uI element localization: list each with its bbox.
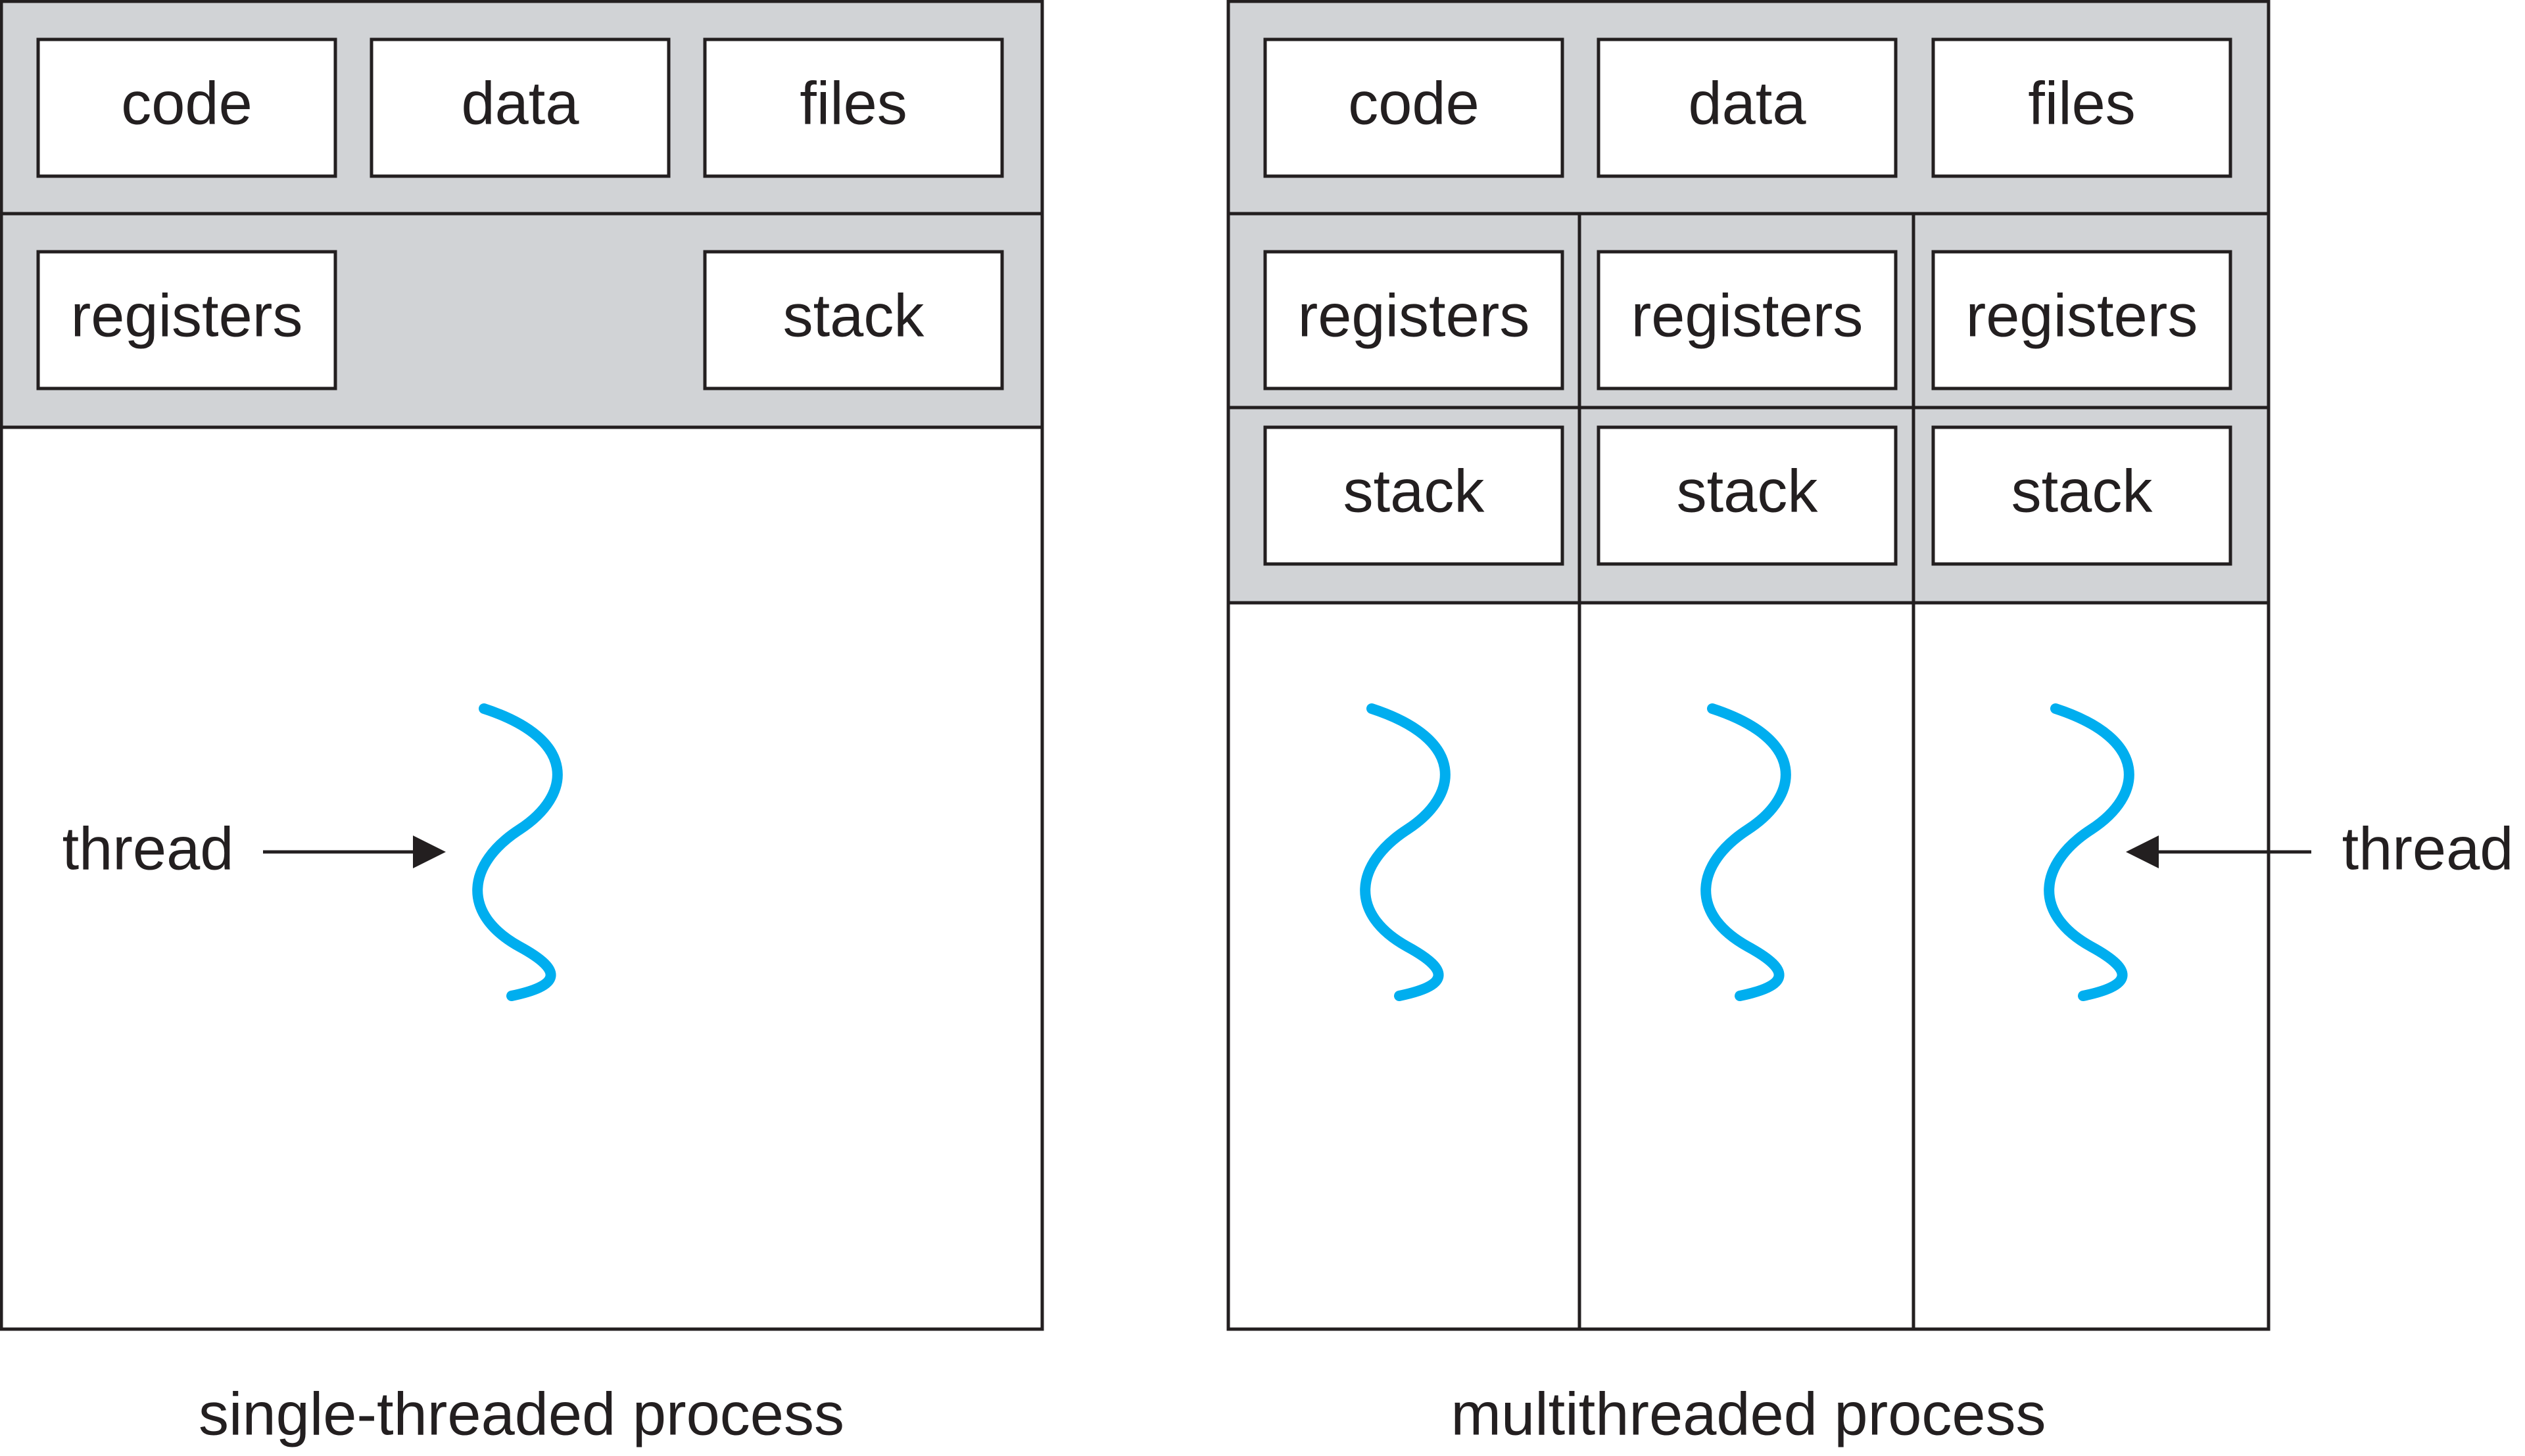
multi-thread-3-stack-label: stack [2011,458,2153,525]
single-code-label: code [121,70,252,137]
multi-thread-1-registers-label: registers [1298,282,1530,349]
multi-code-box: code [1263,37,1564,178]
multi-thread-1-wavy-icon [1360,703,1451,1001]
single-code-box: code [36,37,337,178]
multi-thread-1-stack-label: stack [1343,458,1485,525]
single-thread-wavy-icon [472,703,563,1001]
multi-thread-label: thread [2342,815,2514,882]
single-registers-label: registers [71,282,303,349]
multi-thread-2-stack-box [1597,425,1898,566]
multi-thread-1: registers stack [1263,250,1564,1001]
multi-thread-3-stack-box [1931,425,2232,566]
multi-thread-2-registers-label: registers [1631,282,1864,349]
multi-thread-1-stack-box [1263,425,1564,566]
single-threaded-process: code data files registers stack thread [0,0,1044,1447]
multi-thread-2-registers-box [1597,250,1898,390]
multi-caption: multithreaded process [1451,1380,2046,1447]
multi-data-label: data [1688,70,1806,137]
multi-code-label: code [1348,70,1479,137]
single-stack-box: stack [703,250,1004,390]
single-data-label: data [461,70,579,137]
single-files-label: files [800,70,907,137]
single-thread-body [1,427,1042,1329]
multi-files-label: files [2028,70,2136,137]
single-data-box: data [370,37,671,178]
multi-thread-2: registers stack [1597,250,1898,1001]
multi-thread-2-wavy-icon [1700,703,1791,1001]
single-registers-box: registers [36,250,337,390]
multi-files-box: files [1931,37,2232,178]
multi-thread-3: registers stack [1931,250,2232,1001]
multi-thread-3-registers-box [1931,250,2232,390]
multi-data-box: data [1597,37,1898,178]
multi-thread-3-registers-label: registers [1966,282,2198,349]
single-process-frame [0,0,1044,1331]
single-thread-label: thread [62,815,234,882]
multi-thread-3-wavy-icon [2044,703,2134,1001]
single-caption: single-threaded process [199,1380,844,1447]
single-stack-label: stack [783,282,925,349]
single-files-box: files [703,37,1004,178]
multi-process-frame [1226,0,2271,1331]
multi-thread-1-registers-box [1263,250,1564,390]
multi-thread-2-stack-label: stack [1677,458,1819,525]
multithreaded-process: code data files registers stack register… [1226,0,2514,1447]
